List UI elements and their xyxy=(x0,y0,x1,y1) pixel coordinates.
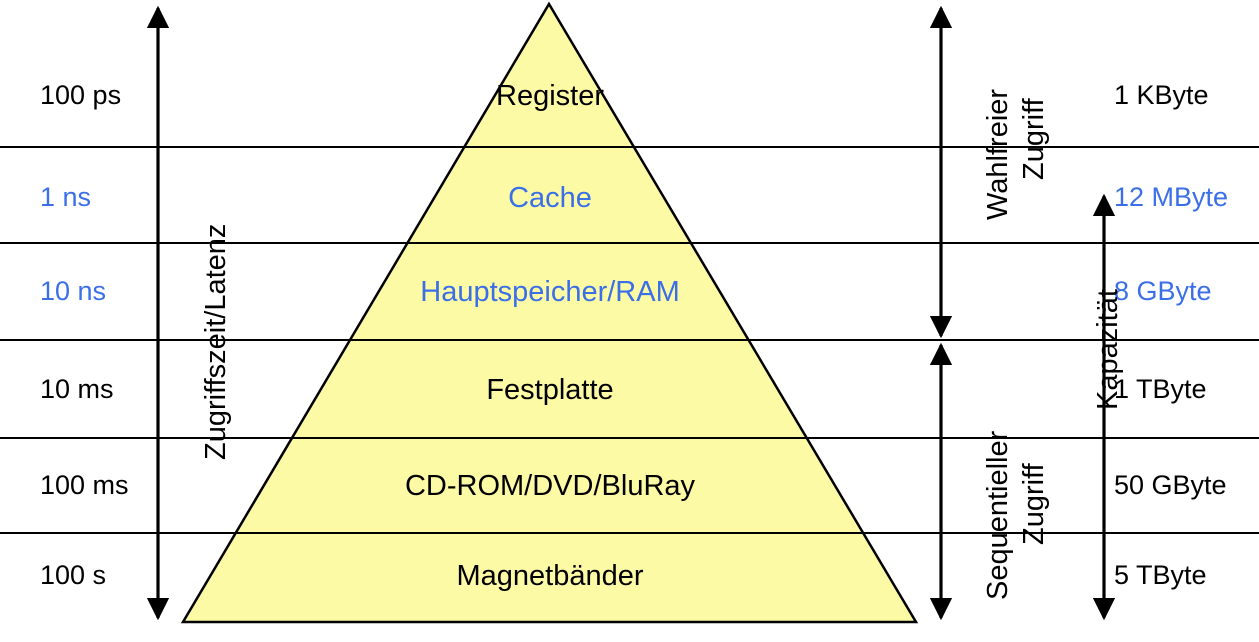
capacity-value-ram: 8 GByte xyxy=(1114,276,1212,306)
tier-label-cache: Cache xyxy=(508,182,592,214)
latency-value-cache: 1 ns xyxy=(40,182,92,212)
capacity-value-optical: 50 GByte xyxy=(1114,470,1227,500)
capacity-value-cache: 12 MByte xyxy=(1114,182,1229,212)
random-access-label-line1: Wahlfreier xyxy=(982,88,1014,220)
tier-label-harddisk: Festplatte xyxy=(486,374,614,406)
latency-value-tape: 100 s xyxy=(40,560,107,590)
random-access-label-line2: Zugriff xyxy=(1018,98,1050,180)
capacity-value-tape: 5 TByte xyxy=(1114,560,1207,590)
tier-label-ram: Hauptspeicher/RAM xyxy=(420,276,680,308)
capacity-axis-label: Kapazität xyxy=(1092,289,1124,410)
pyramid-internal-lines xyxy=(235,146,864,534)
latency-value-ram: 10 ns xyxy=(40,276,107,306)
pyramid-shape xyxy=(180,1,919,624)
capacity-value-register: 1 KByte xyxy=(1114,80,1209,110)
latency-value-register: 100 ps xyxy=(40,80,122,110)
latency-value-optical: 100 ms xyxy=(40,470,129,500)
tier-label-optical: CD-ROM/DVD/BluRay xyxy=(404,470,696,502)
tier-label-tape: Magnetbänder xyxy=(456,560,644,592)
sequential-access-label-line2: Zugriff xyxy=(1018,463,1050,545)
sequential-access-label-line1: Sequentieller xyxy=(982,430,1014,600)
latency-value-harddisk: 10 ms xyxy=(40,374,114,404)
latency-axis-label: Zugriffszeit/Latenz xyxy=(200,223,232,460)
capacity-value-harddisk: 1 TByte xyxy=(1114,374,1207,404)
tier-label-register: Register xyxy=(496,80,604,112)
